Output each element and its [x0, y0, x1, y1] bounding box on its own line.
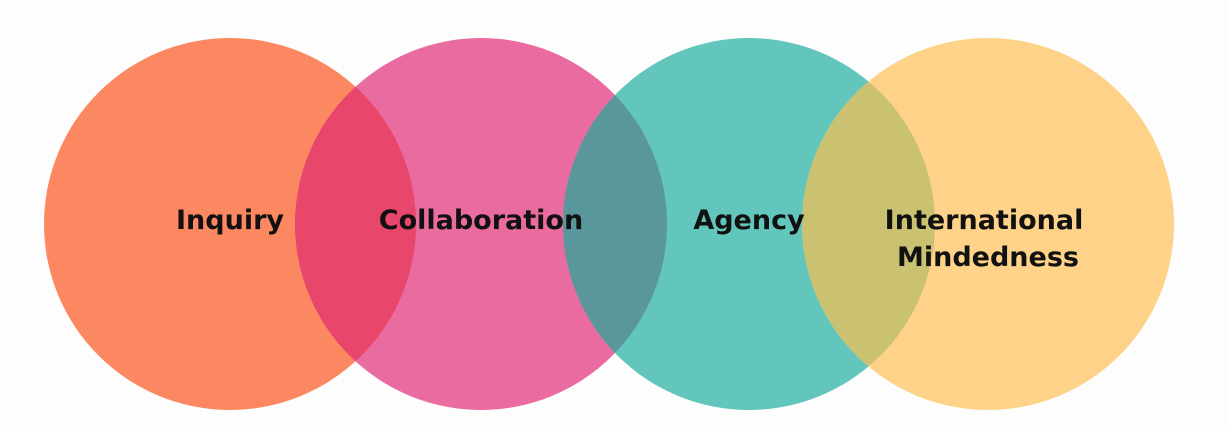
label-inquiry: Inquiry — [176, 205, 284, 236]
overlap-agency-international-mindedness — [802, 38, 935, 410]
label-international-mindedness-line2: Mindedness — [897, 242, 1079, 273]
label-agency: Agency — [693, 205, 805, 236]
label-international-mindedness-line1: International — [885, 205, 1084, 236]
overlap-inquiry-collaboration — [295, 38, 416, 410]
label-collaboration: Collaboration — [379, 205, 583, 236]
